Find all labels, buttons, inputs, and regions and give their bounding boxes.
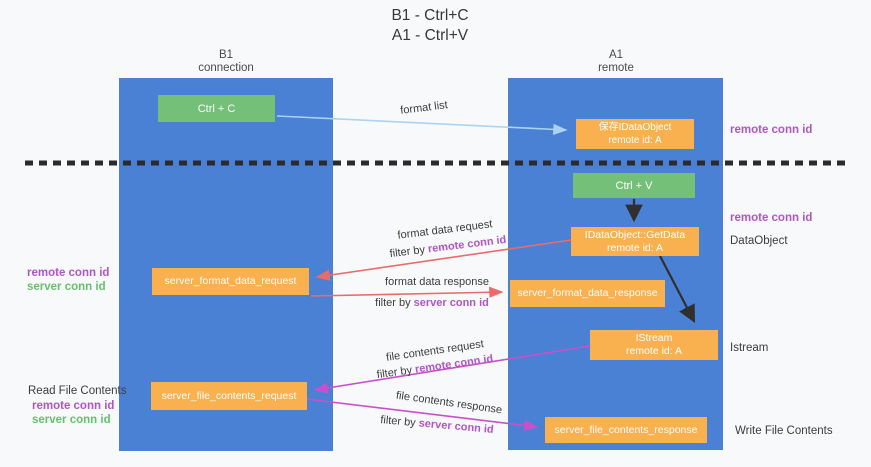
arrow-format-data-response — [310, 286, 504, 298]
node-server-format-data-request: server_format_data_request — [152, 268, 309, 295]
edge-label-file-contents-response: file contents response — [395, 389, 503, 417]
diagram-title: B1 - Ctrl+C A1 - Ctrl+V — [391, 6, 468, 46]
edge-label-format-list: format list — [399, 99, 449, 117]
label-server-conn-id-bottom-left: server conn id — [32, 414, 111, 426]
node-format-request-label: server_format_data_request — [164, 275, 297, 287]
diagram-title-line2: A1 - Ctrl+V — [391, 27, 469, 44]
edge-label-filter-server-conn-1: filter by server conn id — [375, 297, 489, 309]
node-file-request-label: server_file_contents_request — [161, 389, 297, 402]
node-save-idataobject: 保存IDataObject remote id: A — [576, 119, 694, 149]
node-istream: IStream remote id: A — [590, 330, 718, 360]
label-remote-conn-id-mid-right: remote conn id — [730, 212, 813, 224]
column-header-a1-name: A1 — [608, 49, 624, 61]
node-istream-line2: remote id: A — [625, 345, 683, 357]
node-ctrl-v-label: Ctrl + V — [615, 179, 653, 192]
label-write-file-contents: Write File Contents — [735, 425, 833, 437]
label-istream: Istream — [730, 342, 769, 354]
node-server-format-data-response: server_format_data_response — [510, 280, 665, 307]
edge-label-filter-server-conn-2: filter by server conn id — [379, 414, 495, 436]
node-getdata-line2: remote id: A — [606, 241, 664, 254]
node-format-response-label: server_format_data_response — [517, 287, 658, 299]
node-file-response-label: server_file_contents_response — [554, 423, 698, 436]
node-save-idataobject-line1: 保存IDataObject — [598, 122, 672, 133]
node-getdata-line1: IDataObject::GetData — [584, 228, 686, 241]
node-istream-line1: IStream — [635, 332, 673, 344]
label-dataobject: DataObject — [730, 235, 788, 247]
diagram-title-line1: B1 - Ctrl+C — [391, 7, 469, 24]
node-idataobject-getdata: IDataObject::GetData remote id: A — [571, 227, 699, 256]
node-server-file-contents-request: server_file_contents_request — [151, 382, 307, 410]
label-remote-conn-id-top-right: remote conn id — [730, 124, 813, 136]
node-ctrl-c-label: Ctrl + C — [197, 102, 236, 115]
label-remote-conn-id-bottom-left: remote conn id — [32, 400, 115, 412]
column-header-a1: A1 remote — [598, 49, 634, 75]
label-read-file-contents: Read File Contents — [28, 385, 127, 397]
node-save-idataobject-line2: remote id: A — [608, 135, 662, 146]
edge-label-format-data-response: format data response — [385, 276, 489, 288]
column-header-a1-role: remote — [598, 62, 634, 74]
column-header-b1-name: B1 — [218, 49, 234, 61]
node-ctrl-c: Ctrl + C — [158, 95, 275, 122]
column-header-b1-role: connection — [198, 62, 254, 74]
node-server-file-contents-response: server_file_contents_response — [545, 417, 707, 443]
column-header-b1: B1 connection — [198, 49, 254, 75]
node-ctrl-v: Ctrl + V — [573, 173, 695, 198]
label-remote-conn-id-mid-left: remote conn id — [27, 267, 110, 279]
label-server-conn-id-mid-left: server conn id — [27, 281, 106, 293]
